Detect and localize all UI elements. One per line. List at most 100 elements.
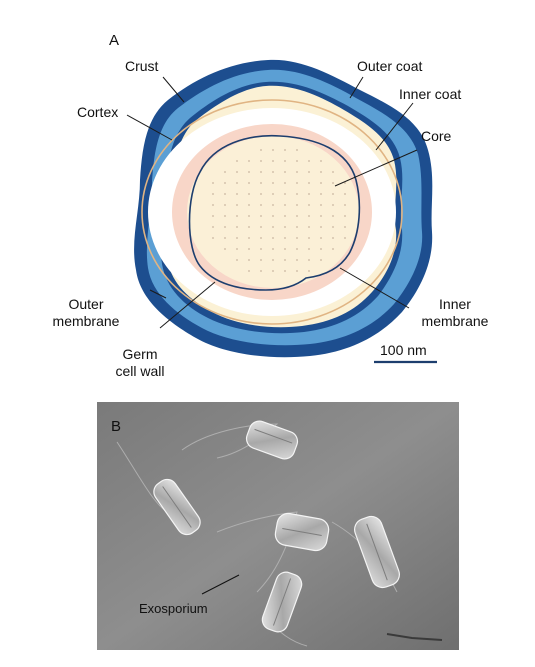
core-dot [284, 171, 286, 173]
core-dot [248, 193, 250, 195]
core-dot [296, 160, 298, 162]
scale-bar-label: 100 nm [380, 342, 427, 359]
core-dot [236, 215, 238, 217]
core-dot [320, 237, 322, 239]
core-dot [248, 182, 250, 184]
core-dot [224, 237, 226, 239]
core-dot [224, 171, 226, 173]
core-dot [332, 215, 334, 217]
core-dot [272, 237, 274, 239]
core-dot [212, 237, 214, 239]
core-dot [344, 237, 346, 239]
core-dot [284, 149, 286, 151]
core-dot [344, 193, 346, 195]
inner-membrane-label-line1: Inner [410, 296, 500, 313]
core-dot [212, 226, 214, 228]
core-dot [248, 215, 250, 217]
core-dot [272, 259, 274, 261]
core-dot [308, 237, 310, 239]
core-dot [224, 182, 226, 184]
core-dot [236, 248, 238, 250]
outer-coat-label: Outer coat [357, 58, 422, 75]
core-dot [332, 171, 334, 173]
core-dot [260, 182, 262, 184]
core-dot [224, 204, 226, 206]
core-dot [296, 204, 298, 206]
core-dot [236, 237, 238, 239]
core-dot [248, 204, 250, 206]
core-dot [296, 270, 298, 272]
core-dot [332, 204, 334, 206]
core-dot [272, 226, 274, 228]
inner-coat-label: Inner coat [399, 86, 461, 103]
core-dot [272, 215, 274, 217]
core-dot [320, 193, 322, 195]
core-dot [308, 226, 310, 228]
germ-cell-wall-label-line1: Germ [100, 346, 180, 363]
core-dot [212, 182, 214, 184]
core-dot [260, 259, 262, 261]
core-dot [260, 215, 262, 217]
core-dot [296, 193, 298, 195]
core-dot [260, 226, 262, 228]
core-dot [248, 270, 250, 272]
core-dot [344, 215, 346, 217]
core-dot [236, 259, 238, 261]
core-dot [212, 215, 214, 217]
core-dot [320, 204, 322, 206]
core-dot [260, 193, 262, 195]
core-dot [332, 193, 334, 195]
core-dot [272, 182, 274, 184]
core-dot [236, 226, 238, 228]
core-dot [236, 182, 238, 184]
core-dot [308, 160, 310, 162]
core-dot [284, 193, 286, 195]
core-dot [248, 259, 250, 261]
inner-membrane-label-line2: membrane [410, 313, 500, 330]
core-dot [260, 270, 262, 272]
germ-cell-wall-label-line2: cell wall [100, 363, 180, 380]
core-dot [320, 160, 322, 162]
core-dot [224, 193, 226, 195]
core-dot [308, 193, 310, 195]
inner-membrane-label: Inner membrane [410, 296, 500, 330]
core-dot [308, 182, 310, 184]
panel-b-micrograph: B Exosporium [97, 402, 459, 650]
core-dot [248, 160, 250, 162]
core-dot [248, 171, 250, 173]
core-dot [284, 237, 286, 239]
core-dot [296, 237, 298, 239]
cortex-label: Cortex [77, 104, 118, 121]
core-dot [344, 204, 346, 206]
core-dot [308, 171, 310, 173]
outer-membrane-label-line2: membrane [46, 313, 126, 330]
core-dot [248, 226, 250, 228]
outer-membrane-label-line1: Outer [46, 296, 126, 313]
core-dot [272, 270, 274, 272]
core-dot [296, 248, 298, 250]
core-dot [272, 204, 274, 206]
exosporium-label: Exosporium [139, 600, 208, 617]
core-dot [260, 160, 262, 162]
core-dot [296, 215, 298, 217]
core-dot [236, 171, 238, 173]
core-layer [187, 136, 359, 288]
core-dot [272, 171, 274, 173]
core-dot [284, 248, 286, 250]
panel-b-letter: B [111, 418, 121, 435]
core-dot [308, 259, 310, 261]
core-dot [284, 160, 286, 162]
core-dot [296, 226, 298, 228]
core-dot [236, 204, 238, 206]
core-dot [272, 248, 274, 250]
core-dot [284, 215, 286, 217]
core-dot [260, 171, 262, 173]
germ-cell-wall-label: Germ cell wall [100, 346, 180, 380]
crust-label: Crust [125, 58, 158, 75]
core-dot [320, 171, 322, 173]
core-label: Core [421, 128, 451, 145]
core-dot [296, 171, 298, 173]
core-dot [260, 204, 262, 206]
core-dot [308, 215, 310, 217]
core-dot [284, 204, 286, 206]
